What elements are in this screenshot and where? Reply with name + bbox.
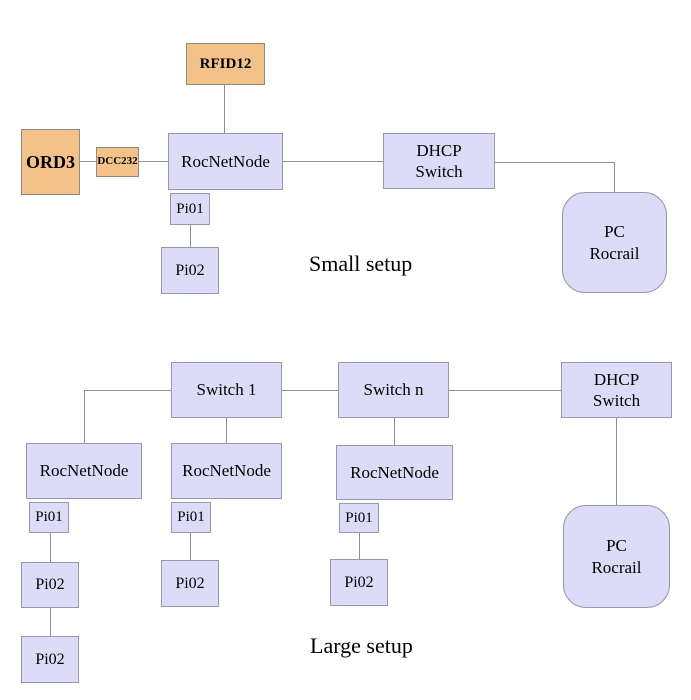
node-pi02-label: Pi02 (175, 574, 205, 592)
node-ord3: ORD3 (21, 129, 80, 195)
node-switchn-label: Switch n (363, 380, 424, 400)
node-rocnetnode-label: RocNetNode (182, 461, 271, 481)
node-dcc232-label: DCC232 (97, 155, 138, 168)
node-pi01-col2: Pi01 (171, 502, 211, 533)
node-rfid12: RFID12 (186, 43, 265, 85)
node-pi02-label: Pi02 (35, 576, 65, 593)
connector-pi01-pi02-col2 (190, 533, 191, 560)
node-switch1-label: Switch 1 (196, 380, 257, 400)
node-pi02-col2: Pi02 (161, 560, 219, 607)
node-dcc232: DCC232 (96, 147, 139, 177)
node-rocnetnode-label: RocNetNode (181, 151, 270, 171)
node-pc-rocrail-large: PC Rocrail (563, 505, 670, 608)
node-pi01-small: Pi01 (170, 193, 210, 225)
node-rfid12-label: RFID12 (199, 55, 252, 72)
node-rocnetnode-2: RocNetNode (171, 443, 282, 499)
node-rocnetnode-3: RocNetNode (336, 445, 453, 500)
connector-switch1-rocnetnode1-horizontal (84, 390, 171, 391)
node-pi01-col3: Pi01 (339, 503, 379, 533)
node-switch-n: Switch n (338, 362, 449, 418)
node-dhcp-switch-small: DHCP Switch (383, 133, 495, 189)
connector-dhcp-pc-horizontal (495, 162, 615, 163)
node-pc-rocrail-small: PC Rocrail (562, 192, 667, 293)
node-pi02-col1-second: Pi02 (21, 636, 79, 683)
node-pi02-col3: Pi02 (330, 559, 388, 606)
connector-switchn-dhcp (449, 390, 561, 391)
connector-pi01-pi02-small (190, 225, 191, 247)
connector-rfid12-rocnetnode (224, 85, 225, 133)
node-pc-line1: PC (604, 222, 625, 242)
node-pi02-label: Pi02 (175, 261, 205, 279)
node-rocnetnode-label: RocNetNode (350, 462, 439, 482)
node-pc-line1: PC (606, 536, 627, 556)
connector-pi01-pi02-col3 (359, 533, 360, 559)
caption-small-setup: Small setup (309, 251, 413, 276)
connector-switchn-rocnetnode3 (394, 418, 395, 445)
node-pi01-label: Pi01 (176, 200, 204, 217)
node-pi02-label: Pi02 (35, 650, 65, 668)
connector-dhcp-pc-rocrail (616, 418, 617, 505)
node-pi01-col1: Pi01 (29, 502, 69, 533)
connector-pi01-pi02-col1 (50, 533, 51, 562)
node-ord3-label: ORD3 (26, 151, 75, 172)
connector-dhcp-pc-vertical (614, 162, 615, 192)
node-pi02-col1-first: Pi02 (21, 562, 79, 608)
connector-ord3-dcc232 (80, 161, 96, 162)
node-switch-1: Switch 1 (171, 362, 282, 418)
node-dhcp-line2: Switch (415, 162, 463, 181)
connector-rocnetnode-dhcp (283, 161, 383, 162)
node-pi01-label: Pi01 (345, 509, 373, 526)
connector-pi02-pi02-col1 (50, 608, 51, 636)
node-pi01-label: Pi01 (177, 509, 205, 526)
node-pi02-small: Pi02 (161, 247, 219, 294)
node-dhcp-line1: DHCP (593, 369, 640, 389)
node-dhcp-line1: DHCP (416, 140, 462, 160)
node-pc-line2: Rocrail (589, 243, 640, 263)
node-pi01-label: Pi01 (35, 509, 63, 526)
connector-switch1-rocnetnode2 (226, 418, 227, 443)
node-rocnetnode-1: RocNetNode (26, 443, 142, 499)
node-pi02-label: Pi02 (344, 573, 374, 591)
caption-large-setup: Large setup (310, 633, 413, 658)
connector-dcc232-rocnetnode (139, 161, 168, 162)
node-rocnetnode-label: RocNetNode (39, 461, 129, 481)
connector-switch1-rocnetnode1-vertical (84, 390, 85, 443)
connector-switch1-switchn (282, 390, 338, 391)
node-dhcp-line2: Switch (592, 391, 641, 410)
node-dhcp-switch-large: DHCP Switch (561, 362, 672, 418)
node-pc-line2: Rocrail (591, 557, 642, 577)
node-rocnetnode-small: RocNetNode (168, 133, 283, 190)
